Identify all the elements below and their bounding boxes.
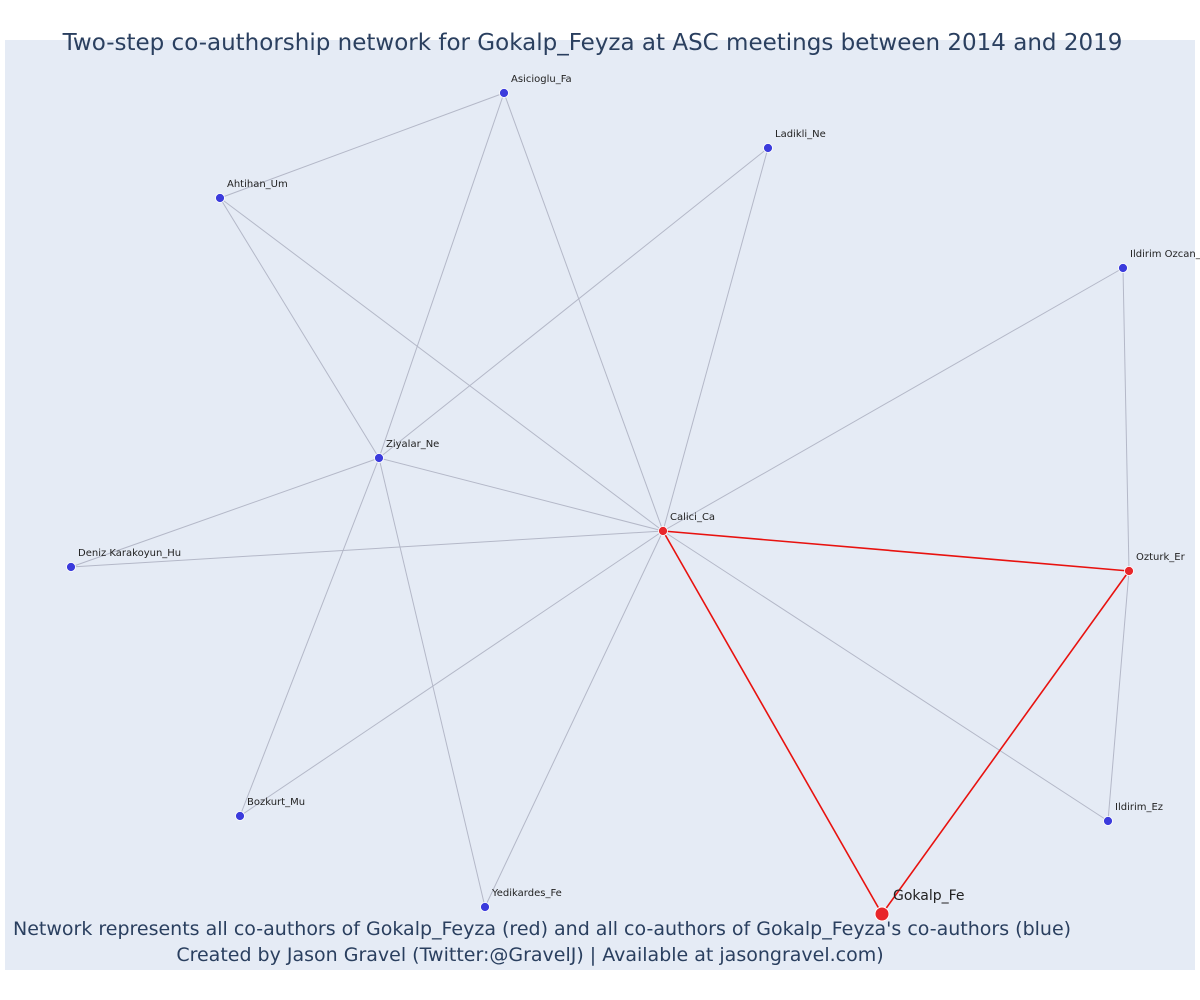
edge-Ildirim_Ozcan-Ozturk_Er (1122, 267, 1130, 572)
node-marker[interactable] (374, 453, 384, 463)
node-label: Deniz Karakoyun_Hu (78, 548, 181, 559)
node-Ildirim_Ozcan[interactable]: Ildirim Ozcan_ (1118, 249, 1200, 273)
node-label: Calici_Ca (670, 512, 715, 523)
edges-layer (70, 92, 1130, 915)
edge-Ozturk_Er-Gokalp_Fe (881, 570, 1130, 915)
edge-Ahtihan_Um-Calici_Ca (219, 197, 664, 532)
node-marker[interactable] (480, 902, 490, 912)
node-label: Bozkurt_Mu (247, 797, 305, 808)
edge-Ziyalar_Ne-Yedikardes_Fe (378, 457, 486, 908)
node-marker[interactable] (215, 193, 225, 203)
plot-area (5, 40, 1195, 970)
node-marker[interactable] (66, 562, 76, 572)
node-Deniz_Karakoyun_Hu[interactable]: Deniz Karakoyun_Hu (66, 548, 182, 572)
edge-Ziyalar_Ne-Bozkurt_Mu (239, 457, 380, 817)
footer-caption: Network represents all co-authors of Gok… (13, 918, 1072, 940)
edge-Ildirim_Ozcan-Calici_Ca (662, 267, 1124, 532)
footer-credit: Created by Jason Gravel (Twitter:@Gravel… (176, 944, 884, 966)
node-label: Ozturk_Er (1136, 552, 1186, 563)
node-Calici_Ca[interactable]: Calici_Ca (658, 512, 716, 536)
edge-Ziyalar_Ne-Deniz_Karakoyun_Hu (70, 457, 380, 568)
node-Asicioglu_Fa[interactable]: Asicioglu_Fa (499, 74, 572, 98)
node-marker[interactable] (1103, 816, 1113, 826)
edge-Ahtihan_Um-Ziyalar_Ne (219, 197, 380, 459)
node-marker[interactable] (1124, 566, 1134, 576)
node-label: Gokalp_Fe (893, 888, 965, 904)
node-marker[interactable] (874, 906, 890, 922)
edge-Ozturk_Er-Ildirim_Ez (1107, 570, 1130, 822)
node-label: Yedikardes_Fe (491, 888, 562, 899)
node-marker[interactable] (235, 811, 245, 821)
edge-Ladikli_Ne-Ziyalar_Ne (378, 147, 769, 459)
node-Ladikli_Ne[interactable]: Ladikli_Ne (763, 129, 826, 153)
edge-Calici_Ca-Gokalp_Fe (662, 530, 883, 915)
node-label: Asicioglu_Fa (511, 74, 572, 85)
node-label: Ladikli_Ne (775, 129, 826, 140)
node-marker[interactable] (763, 143, 773, 153)
edge-Ziyalar_Ne-Calici_Ca (378, 457, 664, 532)
node-label: Ildirim_Ez (1115, 802, 1163, 813)
node-label: Ziyalar_Ne (386, 439, 439, 450)
edge-Calici_Ca-Bozkurt_Mu (239, 530, 664, 817)
edge-Asicioglu_Fa-Ahtihan_Um (219, 92, 505, 199)
node-Ildirim_Ez[interactable]: Ildirim_Ez (1103, 802, 1164, 826)
edge-Asicioglu_Fa-Calici_Ca (503, 92, 664, 532)
node-Gokalp_Fe[interactable]: Gokalp_Fe (874, 888, 965, 922)
node-Yedikardes_Fe[interactable]: Yedikardes_Fe (480, 888, 562, 912)
node-Ozturk_Er[interactable]: Ozturk_Er (1124, 552, 1186, 576)
edge-Asicioglu_Fa-Ziyalar_Ne (378, 92, 505, 459)
node-marker[interactable] (1118, 263, 1128, 273)
node-label: Ildirim Ozcan_ (1130, 249, 1200, 260)
chart-title: Two-step co-authorship network for Gokal… (62, 30, 1123, 56)
node-Bozkurt_Mu[interactable]: Bozkurt_Mu (235, 797, 306, 821)
edge-Deniz_Karakoyun_Hu-Calici_Ca (70, 530, 664, 568)
edge-Calici_Ca-Yedikardes_Fe (484, 530, 664, 908)
node-marker[interactable] (499, 88, 509, 98)
node-Ahtihan_Um[interactable]: Ahtihan_Um (215, 179, 288, 203)
node-label: Ahtihan_Um (227, 179, 288, 190)
edge-Ladikli_Ne-Calici_Ca (662, 147, 769, 532)
edge-Calici_Ca-Ildirim_Ez (662, 530, 1109, 822)
node-Ziyalar_Ne[interactable]: Ziyalar_Ne (374, 439, 440, 463)
nodes-layer: Asicioglu_FaLadikli_NeAhtihan_UmIldirim … (66, 74, 1200, 922)
node-marker[interactable] (658, 526, 668, 536)
edge-Calici_Ca-Ozturk_Er (662, 530, 1130, 572)
